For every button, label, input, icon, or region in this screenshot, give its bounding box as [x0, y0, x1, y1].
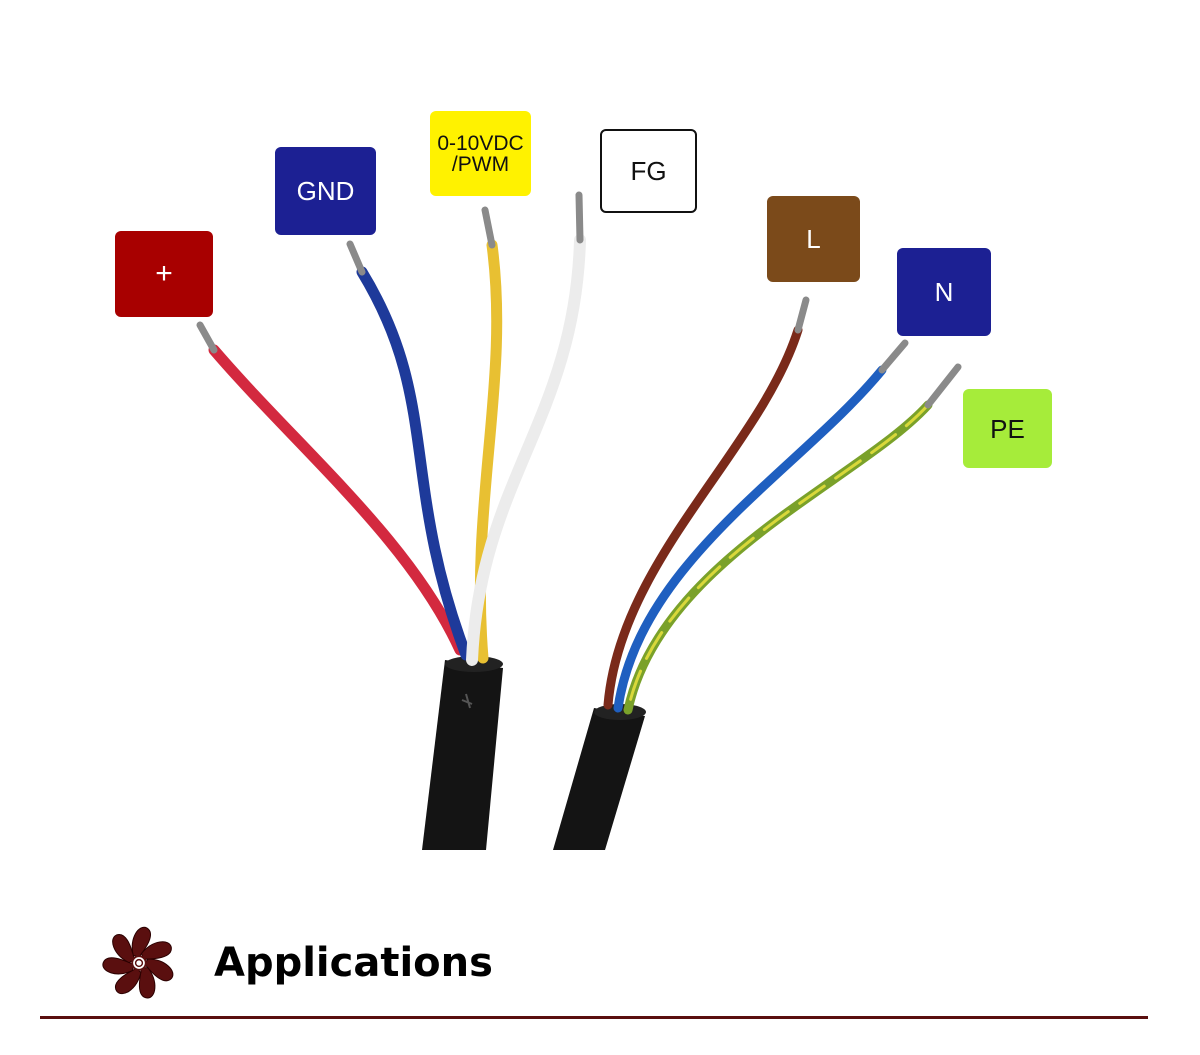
tip-gnd: [346, 240, 366, 276]
wire-pe: [623, 400, 933, 715]
right-cable-sheath: [553, 708, 645, 850]
wire-fg: [466, 234, 586, 666]
label-plus: +: [115, 231, 213, 317]
fan-blade: [144, 958, 174, 982]
fan-icon: [102, 926, 174, 999]
wiring-illustration: [196, 191, 962, 850]
wire-pe-stripe: [626, 403, 930, 712]
wire-group: [208, 234, 933, 715]
wire-gnd: [356, 266, 472, 661]
label-pe: PE: [963, 389, 1052, 468]
label-n: N: [897, 248, 991, 336]
wire-l: [603, 325, 803, 710]
left-cable-marking: [461, 693, 473, 709]
wire-plus: [208, 344, 466, 656]
label-l: L: [767, 196, 860, 282]
label-fg: FG: [600, 129, 697, 213]
wire-n: [613, 365, 887, 713]
wire-tips: [196, 191, 962, 409]
fan-blade: [140, 941, 172, 960]
fan-blade: [102, 957, 134, 975]
fan-blade: [131, 926, 152, 958]
label-gnd: GND: [275, 147, 376, 235]
section-divider: [40, 1016, 1148, 1019]
tip-n: [878, 339, 909, 374]
fan-blade: [112, 934, 135, 964]
tip-ctrl: [481, 206, 496, 249]
fan-blade: [114, 967, 142, 995]
tip-l: [794, 296, 810, 334]
fan-blade: [138, 966, 156, 999]
tip-fg: [575, 191, 584, 244]
left-cable-sheath: [422, 660, 503, 850]
section-title: Applications: [214, 940, 493, 986]
label-0-10vdc-pwm: 0-10VDC /PWM: [430, 111, 531, 196]
applications-heading: Applications: [100, 918, 493, 1008]
tip-plus: [196, 321, 218, 354]
tip-pe: [924, 363, 962, 409]
